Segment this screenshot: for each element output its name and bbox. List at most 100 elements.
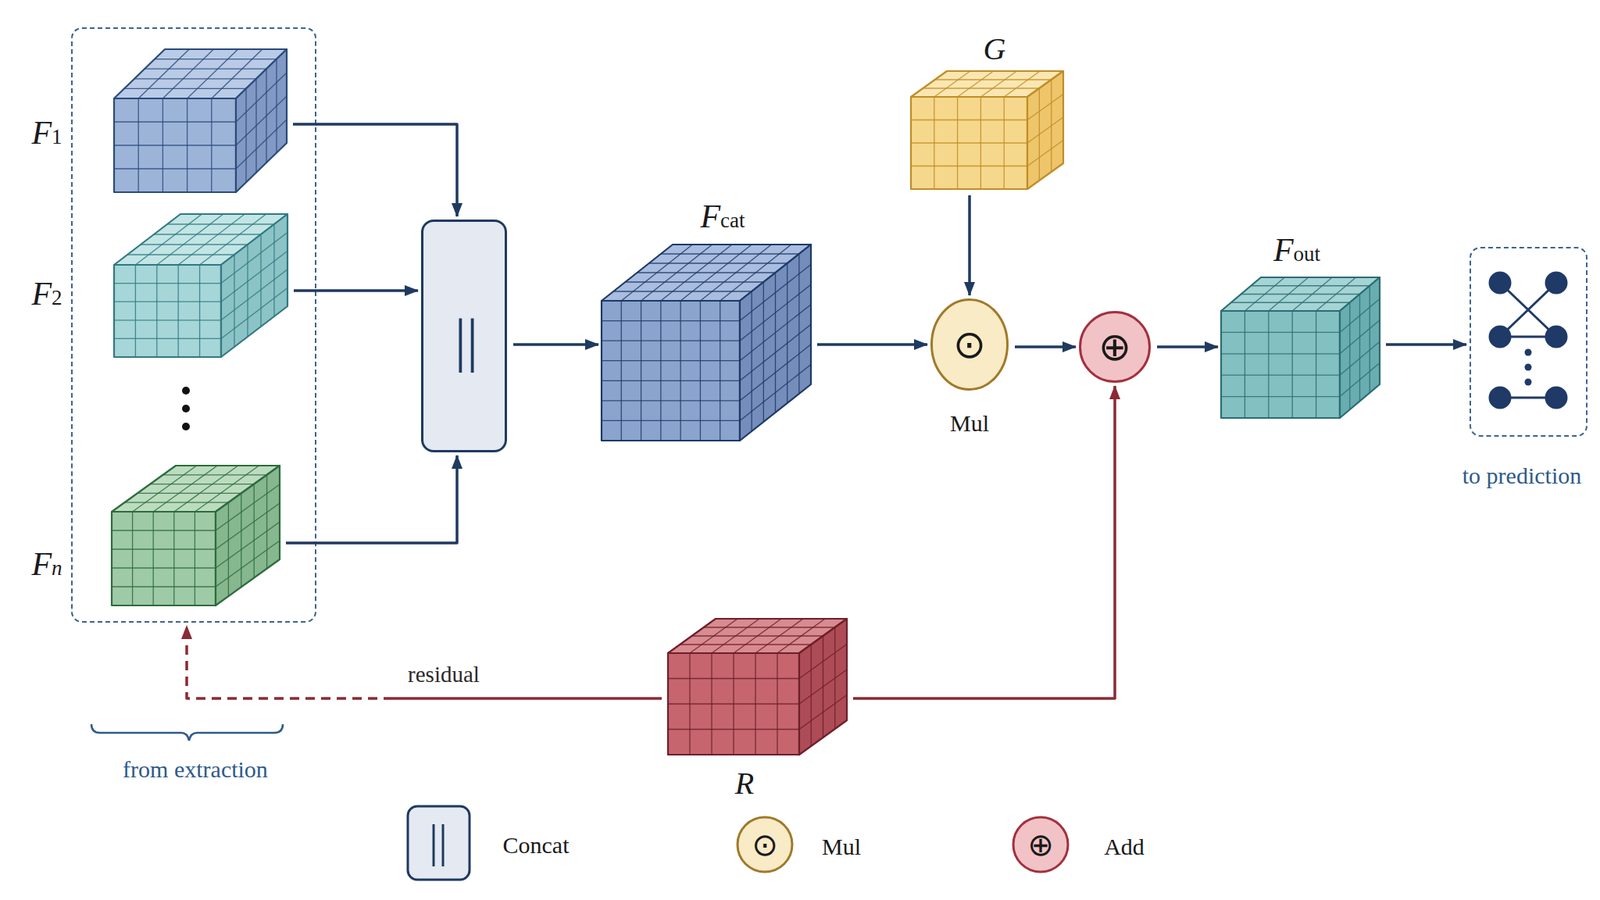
grid-line <box>980 71 1017 97</box>
cube-grid <box>910 71 1064 190</box>
connector-arrow <box>285 455 458 543</box>
connector-arrow <box>1014 346 1076 348</box>
legend-concat-sample <box>407 806 470 880</box>
connector-arrow <box>1385 344 1467 346</box>
output-tensor: Fout <box>1221 277 1380 418</box>
connector-line <box>1385 342 1467 347</box>
connector-arrow <box>513 344 599 346</box>
cube-grid <box>667 618 847 755</box>
ellipse-shape <box>932 300 1008 390</box>
cube-shape <box>601 244 811 441</box>
grid-line <box>114 301 222 303</box>
ellipsis-dot <box>182 404 190 413</box>
connector-line <box>1014 345 1076 349</box>
grid-line <box>679 300 681 441</box>
cube-grid <box>111 465 280 606</box>
grid-line <box>1003 71 1040 97</box>
connector-arrow <box>292 124 458 217</box>
grid-line <box>187 49 239 99</box>
grid-line <box>246 244 248 337</box>
legend-text: Mul <box>821 833 861 860</box>
graph-icon <box>1489 272 1567 408</box>
grid-line <box>221 287 288 339</box>
graph-vertex <box>1546 326 1567 347</box>
connector-line <box>853 385 1115 699</box>
grid-line <box>1027 117 1064 143</box>
grid-line <box>957 71 994 97</box>
extraction-group: from extractionF1F2Fn <box>71 27 317 623</box>
cube-faces <box>910 71 1064 190</box>
grid-line <box>660 253 800 254</box>
grid-line <box>935 78 1052 80</box>
grid-line <box>153 465 218 512</box>
legend-symbol: || <box>428 817 448 865</box>
connector-line <box>285 455 458 543</box>
cube-grid <box>601 244 811 441</box>
legend-text: Add <box>1103 833 1145 860</box>
ellipsis-dot <box>182 386 190 395</box>
connector-line <box>292 124 458 217</box>
grid-line <box>910 119 1028 121</box>
grid-line <box>640 300 642 441</box>
grid-line <box>1221 375 1340 376</box>
grid-line <box>1039 88 1040 181</box>
cube-front <box>601 300 740 441</box>
grid-line <box>167 223 275 225</box>
grid-line <box>114 144 236 146</box>
operator-symbol: ⊙ <box>953 325 986 365</box>
connector-line <box>513 342 599 347</box>
concat-block: || <box>421 219 508 453</box>
edge-label: residual <box>407 662 480 688</box>
prediction-caption: to prediction <box>1462 462 1582 489</box>
connector-arrow <box>186 625 662 699</box>
ellipsis-dot <box>1525 349 1533 357</box>
grid-line <box>660 300 661 441</box>
grid-line <box>934 71 971 97</box>
grid-line <box>786 263 788 404</box>
grid-line <box>260 234 261 327</box>
residual-tensor: R <box>667 618 847 755</box>
grid-line <box>163 474 268 475</box>
grid-line <box>273 224 275 317</box>
ellipsis-dot <box>1525 378 1533 386</box>
grid-line <box>235 72 287 122</box>
grid-line <box>700 300 701 441</box>
cube-faces <box>111 465 280 606</box>
grid-line <box>111 548 216 550</box>
feature-tensor: F1 <box>114 49 287 193</box>
grid-line <box>601 360 740 361</box>
grid-line <box>1267 310 1269 418</box>
tensor-label: Fn <box>31 546 62 583</box>
cube-faces <box>114 49 287 193</box>
add-op: ⊕ <box>1078 310 1151 383</box>
grid-line <box>810 644 812 747</box>
grid-line <box>138 49 190 99</box>
grid-line <box>1027 94 1064 121</box>
grid-line <box>1221 332 1340 333</box>
grid-line <box>910 142 1028 143</box>
cube-shape <box>1221 277 1380 418</box>
connector-arrow <box>1157 346 1218 348</box>
grid-line <box>132 511 133 606</box>
connector-line <box>1157 345 1218 349</box>
cube-front <box>667 653 800 755</box>
grid-line <box>601 420 740 422</box>
grid-line <box>266 475 268 569</box>
grid-line <box>144 68 267 70</box>
grid-line <box>1050 79 1052 172</box>
grid-line <box>613 290 752 292</box>
grid-line <box>910 165 1028 167</box>
grid-line <box>922 87 1040 89</box>
grid-line <box>649 262 788 264</box>
grid-line <box>127 253 235 255</box>
cube-side <box>221 214 288 358</box>
cube-grid <box>114 214 288 358</box>
grid-line <box>111 585 216 587</box>
cube-side <box>799 618 847 755</box>
grid-line <box>667 703 800 704</box>
legend-mul-sample <box>737 817 793 872</box>
grid-line <box>265 68 267 163</box>
concat-symbol: || <box>454 310 479 370</box>
